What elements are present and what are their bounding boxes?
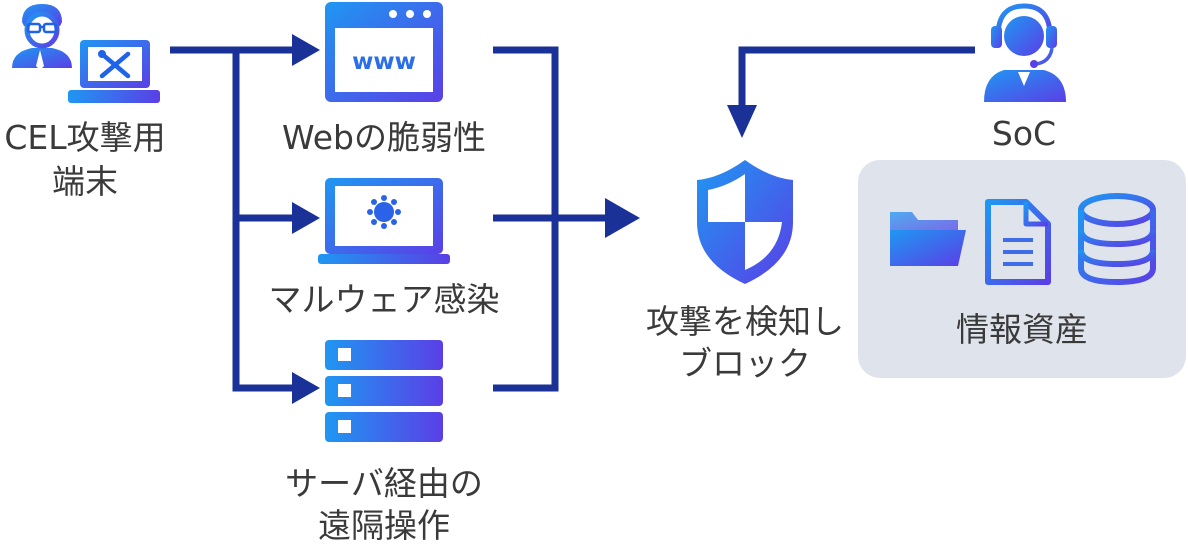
virus-icon — [367, 195, 401, 229]
detect-block-label-line2: ブロック — [679, 344, 811, 383]
attacker-person-icon — [12, 4, 72, 70]
detect-block-label-line1: 攻撃を検知し — [646, 302, 844, 341]
asset-icons — [890, 193, 1156, 286]
line-soc-to-defense — [738, 46, 975, 110]
line-source-branch — [232, 50, 300, 392]
browser-www-text: www — [352, 49, 416, 75]
server-rack-icon — [325, 340, 443, 442]
remote-operation-label-line1: サーバ経由の — [285, 464, 483, 503]
arrowhead-to-web — [292, 34, 320, 66]
tools-laptop-icon — [68, 40, 160, 103]
malware-laptop-icon — [318, 178, 450, 264]
document-icon — [985, 199, 1051, 285]
operator-headset-icon — [984, 3, 1066, 102]
connector-lines — [170, 46, 975, 392]
arrowhead-to-defense — [605, 198, 640, 238]
database-icon — [1078, 193, 1156, 286]
remote-operation-label-line2: 遠隔操作 — [318, 506, 450, 545]
browser-window-icon: www — [325, 2, 443, 102]
folder-icon — [890, 212, 966, 266]
arrowhead-from-soc — [727, 105, 757, 138]
web-vulnerability-label: Webの脆弱性 — [282, 118, 486, 157]
soc-label: SoC — [991, 114, 1057, 153]
arrowhead-to-malware — [292, 202, 320, 234]
malware-infection-label: マルウェア感染 — [268, 280, 500, 319]
source-label-line1: CEL攻撃用 — [4, 118, 166, 157]
shield-icon — [697, 160, 793, 284]
source-label-line2: 端末 — [52, 162, 118, 201]
arrowheads — [292, 34, 757, 404]
information-assets-panel — [858, 160, 1186, 378]
arrowhead-to-server — [292, 372, 320, 404]
information-assets-label: 情報資産 — [956, 310, 1088, 349]
